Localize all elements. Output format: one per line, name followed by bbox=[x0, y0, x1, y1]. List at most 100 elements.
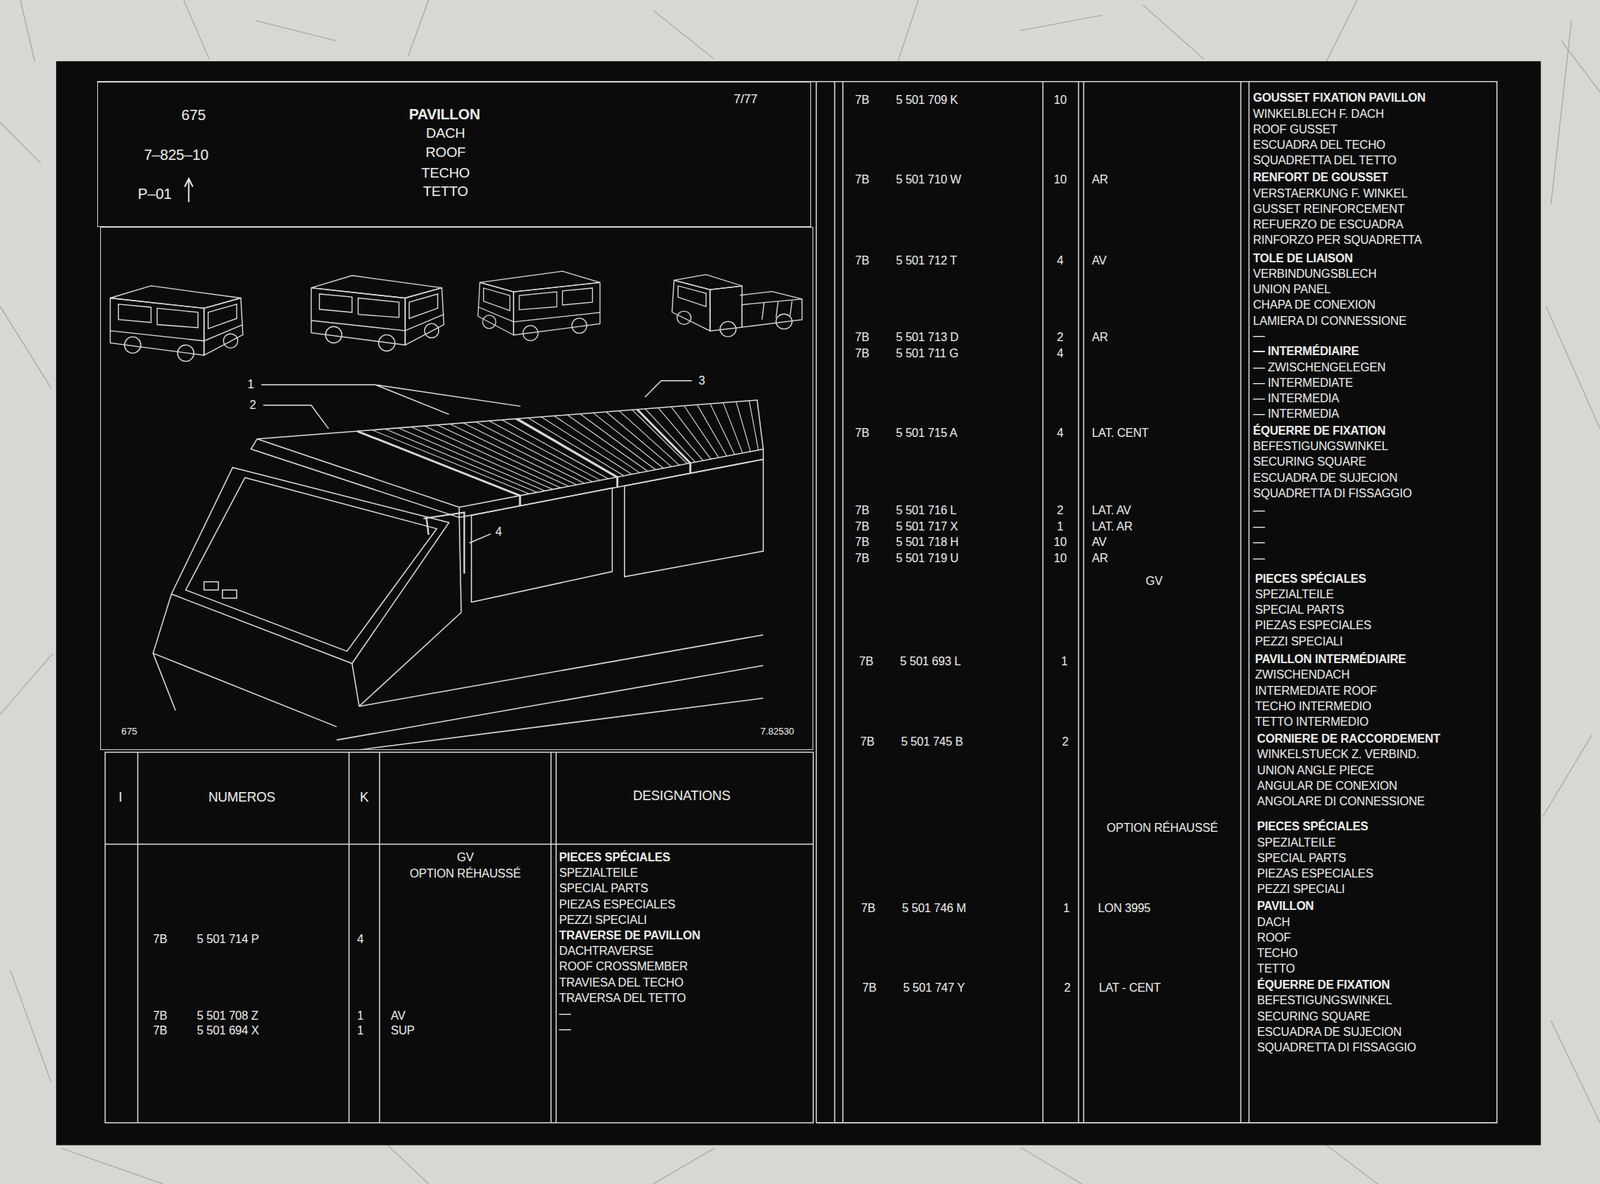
part-number: 5 501 719 U bbox=[895, 551, 959, 566]
roof-rib bbox=[710, 403, 735, 455]
designation: SPEZIALTEILE bbox=[559, 865, 638, 880]
designation: REFUERZO DE ESCUADRA bbox=[1253, 217, 1404, 232]
part-number: 5 501 694 X bbox=[196, 1023, 259, 1038]
designation: ANGULAR DE CONEXION bbox=[1257, 778, 1398, 793]
front-body bbox=[153, 593, 360, 727]
part-number: 5 501 712 T bbox=[895, 253, 957, 268]
designation: ESCUADRA DEL TECHO bbox=[1253, 137, 1386, 152]
callout-number: 1 bbox=[247, 377, 255, 392]
designation: ESCUADRA DE SUJECION bbox=[1253, 470, 1398, 485]
catalogue-prefix: 7B bbox=[855, 534, 870, 549]
windshield-inner bbox=[185, 477, 437, 652]
table-grid bbox=[97, 81, 1498, 1123]
roof-rib bbox=[723, 402, 743, 454]
catalogue-prefix: 7B bbox=[855, 253, 870, 268]
group-number: 675 bbox=[121, 725, 138, 738]
header-box: 6757–825–10P–01PAVILLONDACHROOFTECHOTETT… bbox=[97, 81, 812, 227]
designation: PEZZI SPECIALI bbox=[1257, 881, 1346, 896]
position-code: SUP bbox=[391, 1023, 415, 1038]
catalogue-prefix: 7B bbox=[153, 1008, 168, 1023]
reference-code: 7–825–10 bbox=[143, 145, 208, 164]
catalogue-prefix: 7B bbox=[855, 172, 870, 187]
section-title: TETTO bbox=[422, 183, 468, 201]
designation: ANGOLARE DI CONNESSIONE bbox=[1257, 794, 1425, 809]
roof-edge bbox=[458, 449, 764, 518]
designation: — bbox=[1253, 534, 1265, 549]
roof-outline bbox=[257, 400, 764, 507]
designation: ÉQUERRE DE FIXATION bbox=[1253, 423, 1386, 438]
quantity: 4 bbox=[1057, 425, 1064, 440]
catalogue-prefix: 7B bbox=[860, 734, 875, 749]
quantity: 2 bbox=[1064, 980, 1072, 995]
designation: SPEZIALTEILE bbox=[1255, 587, 1335, 602]
quantity: 10 bbox=[1054, 551, 1067, 566]
van-thumbnail bbox=[110, 285, 244, 362]
roof-rib bbox=[618, 411, 680, 466]
position-code: LAT. AV bbox=[1091, 503, 1131, 518]
roof-joint bbox=[517, 418, 618, 487]
designation: TRAVERSA DEL TETTO bbox=[559, 990, 686, 1005]
catalogue-prefix: 7B bbox=[153, 931, 168, 946]
designation: — INTERMEDIATE bbox=[1253, 375, 1354, 390]
position-code: LON 3995 bbox=[1097, 900, 1150, 915]
designation: TECHO bbox=[1257, 945, 1298, 960]
film-panel bbox=[55, 61, 1541, 1145]
variant-code: OPTION RÉHAUSSÉ bbox=[1106, 820, 1218, 835]
designation: — INTERMEDIA bbox=[1253, 391, 1340, 406]
designation: SPECIAL PARTS bbox=[1255, 602, 1345, 617]
designation: RINFORZO PER SQUADRETTA bbox=[1253, 232, 1422, 247]
roof-rib bbox=[645, 408, 696, 462]
catalogue-prefix: 7B bbox=[855, 92, 870, 107]
callout-number: 3 bbox=[698, 373, 705, 388]
quantity: 1 bbox=[1062, 900, 1070, 915]
roof-rib bbox=[632, 409, 688, 464]
designation: TOLE DE LIAISON bbox=[1253, 251, 1353, 266]
part-number: 5 501 693 L bbox=[900, 654, 961, 669]
roof-rib bbox=[696, 404, 727, 456]
designation: ROOF CROSSMEMBER bbox=[559, 959, 689, 974]
roof-rib bbox=[606, 411, 672, 467]
designation: PEZZI SPECIALI bbox=[559, 912, 647, 927]
designation: VERBINDUNGSBLECH bbox=[1253, 266, 1377, 281]
column-header: NUMEROS bbox=[208, 789, 276, 806]
designation: SPECIAL PARTS bbox=[1257, 850, 1347, 865]
designation: TRAVERSE DE PAVILLON bbox=[559, 928, 701, 943]
designation: VERSTAERKUNG F. WINKEL bbox=[1253, 186, 1408, 201]
page-code: P–01 bbox=[137, 184, 172, 203]
designation: PEZZI SPECIALI bbox=[1255, 634, 1343, 649]
quantity: 1 bbox=[357, 1008, 364, 1023]
roof-rib bbox=[372, 430, 529, 495]
designation: — INTERMÉDIAIRE bbox=[1253, 344, 1360, 359]
column-header: K bbox=[360, 789, 370, 806]
designation: CORNIERE DE RACCORDEMENT bbox=[1257, 731, 1441, 746]
figure-code: 7.82530 bbox=[760, 725, 795, 738]
roof-front-edge bbox=[251, 439, 460, 518]
part-number: 5 501 746 M bbox=[902, 900, 967, 915]
catalogue-prefix: 7B bbox=[855, 425, 870, 440]
roof-rib bbox=[528, 417, 624, 476]
roof-rib bbox=[749, 400, 759, 451]
designation: TETTO bbox=[1257, 961, 1296, 976]
date-code: 7/77 bbox=[733, 92, 758, 107]
roof-rib bbox=[424, 425, 561, 488]
roof-rib bbox=[684, 405, 719, 458]
lamp bbox=[222, 590, 237, 599]
part-number: 5 501 715 A bbox=[895, 425, 957, 440]
designation: GOUSSET FIXATION PAVILLON bbox=[1253, 90, 1426, 105]
designation: — bbox=[1253, 328, 1265, 343]
section-title: TECHO bbox=[421, 165, 470, 182]
designation: TRAVIESA DEL TECHO bbox=[559, 975, 684, 990]
designation: ROOF GUSSET bbox=[1253, 122, 1338, 137]
part-number: 5 501 713 D bbox=[895, 330, 959, 345]
quantity: 1 bbox=[1060, 654, 1068, 669]
designation: — bbox=[1253, 519, 1265, 534]
position-code: LAT - CENT bbox=[1099, 980, 1161, 995]
designation: SECURING SQUARE bbox=[1257, 1009, 1371, 1024]
van-illustration bbox=[153, 380, 764, 750]
part-number: 5 501 716 L bbox=[895, 503, 957, 518]
designation: DACHTRAVERSE bbox=[559, 943, 654, 958]
quantity: 10 bbox=[1054, 172, 1067, 187]
quantity: 10 bbox=[1054, 92, 1067, 107]
designation: SPECIAL PARTS bbox=[559, 881, 649, 896]
